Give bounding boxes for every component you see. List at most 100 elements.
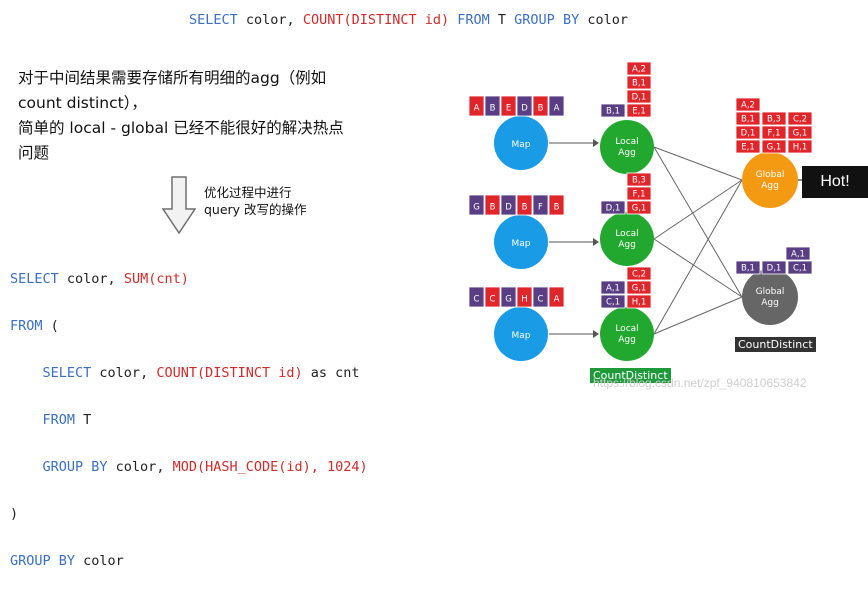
sql-text: ) — [10, 505, 19, 522]
local-agg-record-label: E,1 — [632, 106, 645, 116]
local-agg-record-label: B,1 — [606, 106, 620, 116]
shuffle-edge — [653, 296, 743, 335]
global-agg-hot-node — [742, 152, 798, 208]
input-record — [548, 286, 565, 308]
global-agg-record — [735, 97, 761, 112]
input-record — [484, 286, 501, 308]
input-record-label: G — [505, 294, 512, 304]
input-record-label: H — [521, 294, 527, 304]
local-agg-record — [600, 200, 626, 215]
map-node-label: Map — [512, 140, 531, 150]
global-agg-record — [761, 139, 787, 154]
global-agg-record-label: C,1 — [793, 263, 807, 273]
sql-text: ( — [42, 317, 59, 334]
map-node — [494, 215, 548, 269]
sql-line: GROUP BY color — [10, 550, 368, 574]
description-line: 问题 — [18, 144, 50, 162]
local-agg-record — [626, 266, 652, 281]
global-agg-record — [761, 260, 787, 275]
sql-text: as cnt — [302, 364, 360, 381]
sql-keyword: SELECT — [10, 270, 59, 287]
sql-keyword: FROM — [457, 12, 490, 28]
local-agg-record-label: A,2 — [632, 64, 646, 74]
global-agg-label: Global — [756, 287, 785, 297]
local-agg-label: Local — [615, 229, 638, 239]
description-text: 对于中间结果需要存储所有明细的agg（例如 count distinct）， 简… — [18, 66, 418, 166]
sql-line: ) — [10, 503, 368, 527]
input-record-label: C — [538, 294, 544, 304]
sql-function: SUM(cnt) — [123, 270, 189, 287]
description-line: 对于中间结果需要存储所有明细的agg（例如 — [18, 69, 327, 87]
global-agg-record-label: D,1 — [741, 128, 756, 138]
sql-text: color, — [107, 458, 173, 475]
sql-line: FROM T — [10, 409, 368, 433]
global-agg-record — [787, 260, 813, 275]
global-agg-record — [761, 125, 787, 140]
global-agg-record-label: H,1 — [793, 142, 808, 152]
local-agg-record-label: D,1 — [606, 203, 621, 213]
local-agg-node — [600, 120, 654, 174]
local-agg-record-label: C,1 — [606, 297, 620, 307]
count-distinct-local-label: CountDistinct — [590, 368, 671, 383]
input-record — [548, 95, 565, 117]
input-record-label: B — [538, 103, 544, 113]
shuffle-edge — [653, 146, 743, 298]
input-record — [532, 95, 549, 117]
sql-keyword: SELECT — [189, 12, 238, 28]
arrow-head — [593, 330, 599, 338]
sql-text: color, — [58, 270, 124, 287]
local-agg-record — [626, 294, 652, 309]
sql-line: GROUP BY color, MOD(HASH_CODE(id), 1024) — [10, 456, 368, 480]
input-record — [484, 95, 501, 117]
local-agg-record-label: B,1 — [632, 78, 646, 88]
global-agg-record-label: A,2 — [741, 100, 755, 110]
global-agg-record-label: F,1 — [768, 128, 781, 138]
down-arrow-icon — [161, 176, 197, 238]
local-agg-record — [626, 89, 652, 104]
global-agg-record-label: D,1 — [767, 263, 782, 273]
sql-function: MOD(HASH_CODE(id), 1024) — [172, 458, 368, 475]
sql-keyword: GROUP BY — [514, 12, 580, 28]
local-agg-record — [626, 280, 652, 295]
rewritten-sql: SELECT color, SUM(cnt) FROM ( SELECT col… — [10, 244, 368, 597]
map-node — [494, 307, 548, 361]
sql-line: SELECT color, SUM(cnt) — [10, 268, 368, 292]
global-agg-record — [787, 139, 813, 154]
input-record-label: A — [554, 294, 560, 304]
description-line: 简单的 local - global 已经不能很好的解决热点 — [18, 119, 344, 137]
arrow-label-line: query 改写的操作 — [204, 202, 307, 217]
sql-keyword: FROM — [10, 317, 43, 334]
input-record-label: C — [490, 294, 496, 304]
local-agg-record — [626, 200, 652, 215]
local-agg-label: Local — [615, 137, 638, 147]
arrow-head — [593, 238, 599, 246]
global-agg-record-label: C,2 — [793, 114, 807, 124]
local-agg-record — [626, 103, 652, 118]
sql-text: color, — [91, 364, 157, 381]
input-record — [468, 194, 485, 216]
map-node — [494, 116, 548, 170]
local-agg-record — [626, 172, 652, 187]
local-agg-node — [600, 212, 654, 266]
global-agg-record-label: A,1 — [791, 249, 805, 259]
local-agg-record-label: F,1 — [633, 189, 646, 199]
input-record-label: C — [474, 294, 480, 304]
local-agg-record-label: C,2 — [632, 269, 646, 279]
top-sql: SELECT color, COUNT(DISTINCT id) FROM T … — [189, 12, 628, 28]
local-agg-label: Local — [615, 324, 638, 334]
input-record — [532, 194, 549, 216]
local-agg-record-label: H,1 — [632, 297, 647, 307]
input-record-label: B — [522, 202, 528, 212]
local-agg-label: Agg — [618, 148, 636, 158]
local-agg-record — [626, 186, 652, 201]
count-distinct-global-label: CountDistinct — [735, 337, 816, 352]
local-agg-record-label: A,1 — [606, 283, 620, 293]
global-agg-record — [735, 125, 761, 140]
input-record — [548, 194, 565, 216]
global-agg-record — [785, 246, 811, 261]
input-record-label: B — [490, 202, 496, 212]
watermark: https://blog.csdn.net/zpf_940810653842 — [593, 376, 807, 390]
input-record-label: D — [521, 103, 528, 113]
sql-function: COUNT(DISTINCT id) — [302, 12, 450, 28]
local-agg-label: Agg — [618, 240, 636, 250]
